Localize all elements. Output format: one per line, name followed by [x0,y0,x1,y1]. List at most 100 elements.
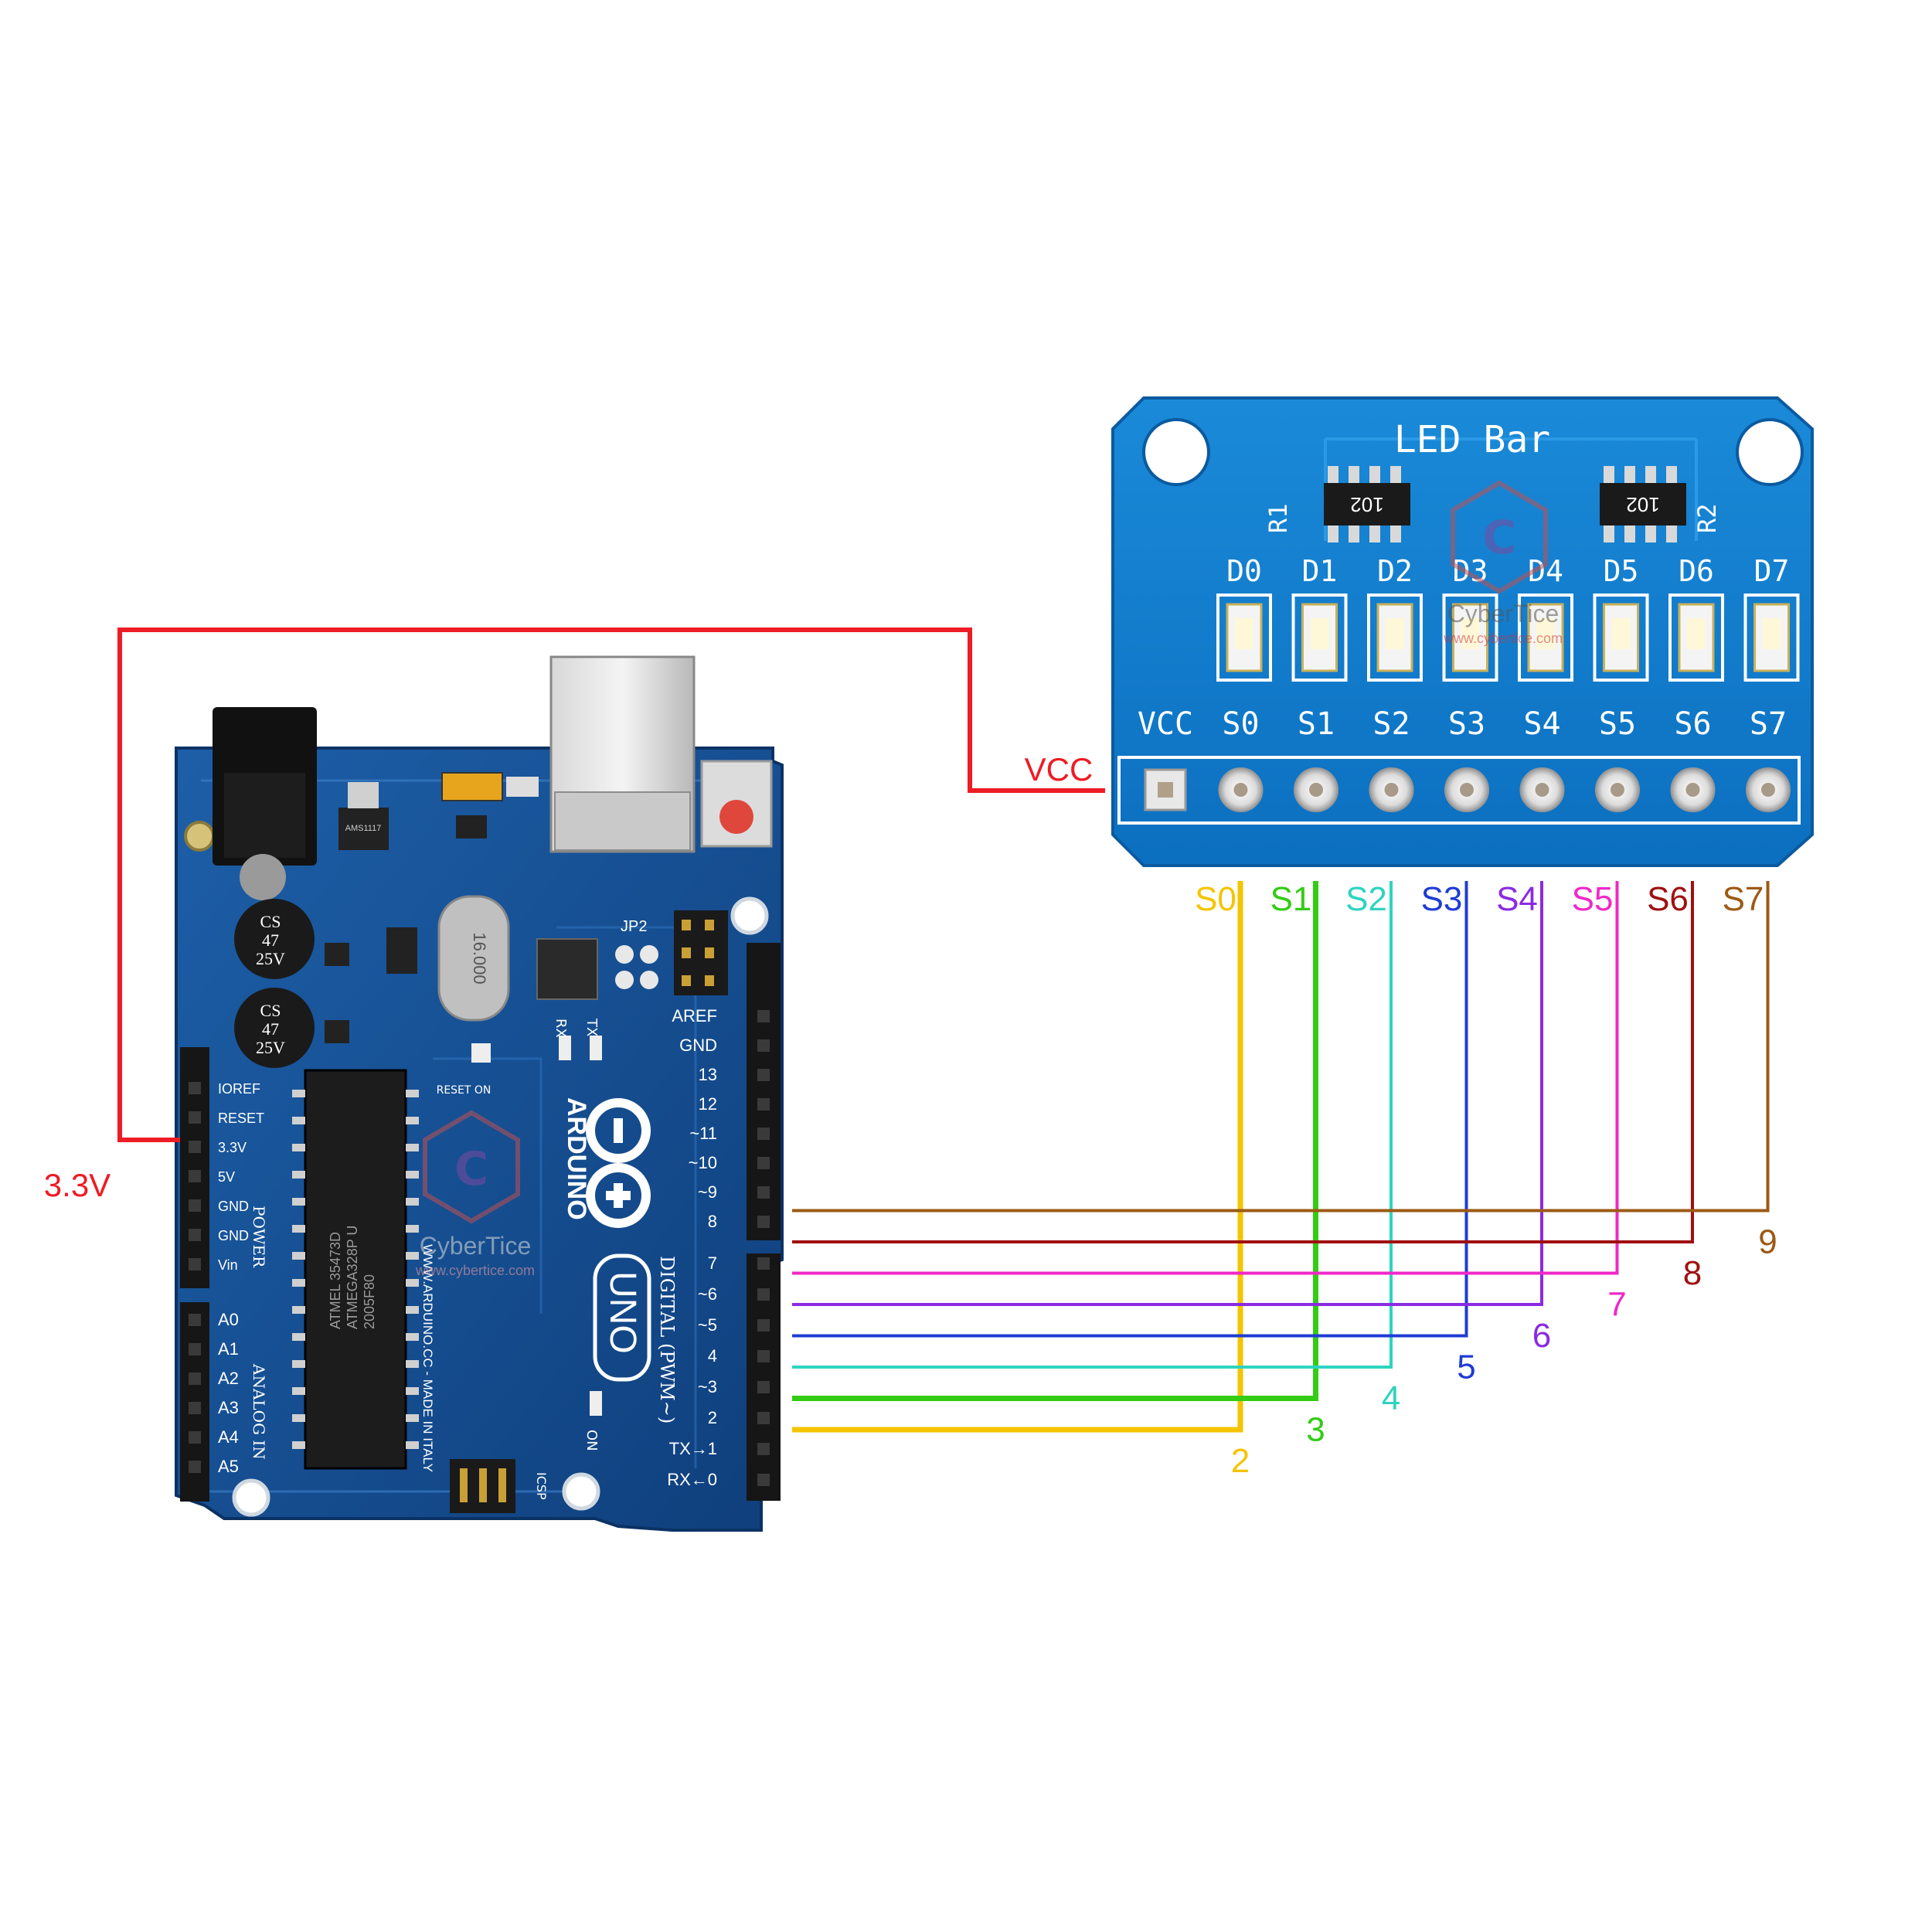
led-label: D2 [1377,554,1413,588]
wire-module-label: S1 [1270,880,1312,918]
voltage-regulator [338,808,389,850]
arduino-pin: 12 [699,1094,770,1114]
led-label: D7 [1754,554,1790,588]
reset-on-label: RESET ON [437,1084,492,1097]
module-pin-s0: S0 [1218,706,1264,812]
svg-text:C: C [454,1142,488,1196]
crystal-oscillator: 16.000 [437,895,510,1022]
arduino-pin: 2 [708,1408,770,1427]
arduino-pin: TX→1 [669,1439,770,1458]
wire-s0: S0 2 [792,880,1250,1480]
module-pin-s1: S1 [1294,706,1338,812]
mounting-hole [184,821,215,852]
wire-module-label: S4 [1496,880,1538,918]
arduino-pin: ~6 [698,1284,770,1304]
module-pin-label: S0 [1222,706,1259,742]
arduino-logo: ARDUINO UNO WWW.ARDUINO.CC - MADE IN ITA… [420,1097,678,1472]
svg-text:IOREF: IOREF [218,1081,260,1097]
svg-text:A0: A0 [218,1310,239,1329]
svg-text:TX: TX [583,1018,600,1036]
svg-text:ICSP: ICSP [534,1472,549,1500]
cybertice-watermark: C CyberTice www.cybertice.com [1443,480,1563,646]
module-led-d2: D2 [1367,554,1423,682]
svg-text:8: 8 [708,1212,717,1231]
onboard-led-on: ON [583,1391,602,1451]
arduino-pin: 7 [708,1253,770,1273]
wire-module-label: S0 [1195,880,1236,918]
resistor-array-r2: 102 R2 [1600,466,1722,543]
icsp-header: ICSP [450,1459,549,1513]
svg-text:GND: GND [218,1228,249,1243]
cybertice-watermark: C CyberTice www.cybertice.com [415,1110,535,1278]
svg-text:102: 102 [1350,493,1383,516]
svg-text:ATMEGA328P U: ATMEGA328P U [345,1226,360,1329]
wire-module-label: S6 [1647,880,1689,918]
module-pin-label: S2 [1372,706,1410,742]
led-label: D0 [1226,554,1262,588]
arduino-pin: A2 [189,1369,239,1388]
arduino-pin: ~5 [698,1315,770,1335]
svg-text:2: 2 [708,1408,717,1427]
svg-text:~5: ~5 [698,1315,717,1335]
svg-text:A3: A3 [218,1398,239,1417]
module-title: LED Bar [1394,418,1550,461]
made-in-label: WWW.ARDUINO.CC - MADE IN ITALY [420,1244,435,1472]
wire-s4: S4 6 [792,880,1551,1355]
svg-text:ATMEL 35473D: ATMEL 35473D [328,1232,343,1329]
wire-arduino-label: 2 [1231,1442,1250,1480]
arduino-pin: A5 [189,1457,239,1476]
svg-text:RESET: RESET [218,1111,264,1126]
capacitor: CS 47 25V [234,899,315,979]
module-pin-label: S5 [1599,706,1636,742]
svg-text:www.cybertice.com: www.cybertice.com [415,1263,535,1278]
capacitor: CS 47 25V [234,988,315,1068]
svg-text:R2: R2 [1692,503,1722,533]
arduino-pin: Vin [189,1257,238,1273]
led-label: D6 [1679,554,1714,588]
wire-arduino-label: 9 [1758,1223,1777,1261]
svg-text:R1: R1 [1264,503,1293,533]
module-pin-label: S4 [1523,706,1560,742]
arduino-pin: 3.3V [189,1140,247,1155]
wire-arduino-label: 5 [1457,1349,1475,1386]
power-from-label: 3.3V [44,1167,111,1203]
power-header-label: POWER [250,1206,268,1268]
mounting-hole [562,1472,600,1511]
svg-text:7: 7 [708,1253,717,1273]
module-pin-s3: S3 [1444,706,1489,812]
wire-arduino-label: 3 [1306,1411,1325,1449]
svg-text:JP2: JP2 [621,918,647,935]
wire-module-label: S3 [1421,880,1463,918]
wire-s1: S1 3 [792,880,1325,1449]
svg-text:RX←0: RX←0 [667,1470,717,1489]
svg-text:25V: 25V [256,949,285,968]
svg-text:GND: GND [679,1036,717,1055]
svg-text:www.cybertice.com: www.cybertice.com [1443,631,1563,646]
wire-arduino-label: 7 [1607,1286,1626,1324]
svg-text:102: 102 [1626,493,1659,516]
module-pin-label: S6 [1674,706,1711,742]
regulator-label: AMS1117 [345,824,382,833]
arduino-pin: RX←0 [667,1470,770,1489]
module-pin-label: S7 [1750,706,1787,742]
arduino-pin: A1 [189,1339,239,1359]
svg-text:C: C [1482,511,1516,565]
module-led-d7: D7 [1743,554,1800,682]
arduino-pin: 13 [699,1065,770,1084]
digital-header-label: DIGITAL (PWM~) [656,1256,678,1423]
arduino-pin: AREF [672,1006,770,1026]
arduino-pin: GND [189,1228,249,1243]
power-wire: 3.3V VCC [44,628,1105,1203]
svg-text:~10: ~10 [689,1153,717,1172]
svg-text:A5: A5 [218,1457,239,1476]
wire-arduino-label: 6 [1532,1317,1551,1355]
svg-text:CS: CS [260,1001,281,1020]
module-mount-hole [1142,418,1210,486]
wire-module-label: S2 [1345,880,1387,918]
atmega328p-chip: ATMEL 35473D ATMEGA328P U 2005F80 [292,1069,419,1470]
arduino-pin: 4 [708,1346,770,1366]
svg-text:~11: ~11 [689,1124,717,1143]
arduino-pin: IOREF [189,1081,260,1097]
led-label: D1 [1302,554,1338,588]
